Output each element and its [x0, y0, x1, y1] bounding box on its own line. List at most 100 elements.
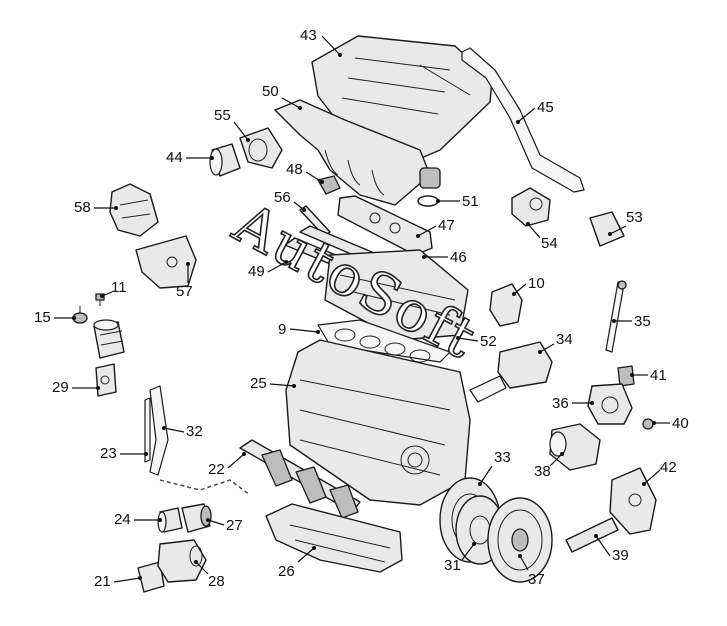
engine-mount-part: [109, 183, 159, 237]
callout-25: 25: [250, 375, 296, 392]
alternator-part: [587, 383, 633, 425]
svg-text:40: 40: [672, 415, 689, 432]
svg-text:42: 42: [660, 459, 677, 476]
callout-49: 49: [248, 260, 288, 280]
callout-33: 33: [478, 449, 511, 486]
svg-text:10: 10: [528, 275, 545, 292]
callout-41: 41: [630, 367, 667, 384]
svg-text:52: 52: [480, 333, 497, 350]
bracket-42-part: [609, 467, 657, 535]
bracket-10-part: [489, 283, 523, 327]
mount-27-part: [181, 503, 212, 533]
svg-text:26: 26: [278, 563, 295, 580]
svg-text:46: 46: [450, 249, 467, 266]
svg-text:24: 24: [114, 511, 131, 528]
breather-hose-part: [461, 47, 585, 193]
dipstick-part: [605, 280, 627, 353]
callout-29: 29: [52, 379, 100, 396]
svg-text:15: 15: [34, 309, 51, 326]
callout-43: 43: [300, 27, 342, 57]
svg-text:36: 36: [552, 395, 569, 412]
callout-21: 21: [94, 573, 142, 590]
callout-51: 51: [436, 193, 479, 210]
camshaft-cover-part: [337, 195, 433, 256]
callout-22: 22: [208, 452, 246, 478]
callout-40: 40: [652, 415, 689, 432]
callout-46: 46: [422, 249, 467, 266]
svg-text:37: 37: [528, 571, 545, 588]
callout-48: 48: [286, 161, 324, 184]
engine-block-part: [285, 339, 471, 506]
svg-text:35: 35: [634, 313, 651, 330]
callout-15: 15: [34, 309, 76, 326]
callout-44: 44: [166, 149, 214, 166]
callout-10: 10: [512, 275, 545, 296]
oil-filter-part: [93, 319, 125, 359]
callout-36: 36: [552, 395, 594, 412]
svg-text:22: 22: [208, 461, 225, 478]
callout-47: 47: [416, 217, 455, 238]
svg-text:32: 32: [186, 423, 203, 440]
cap-15-part: [72, 306, 88, 324]
oil-tube-32-part: [149, 385, 169, 476]
svg-text:43: 43: [300, 27, 317, 44]
small-bracket-part: [317, 175, 341, 195]
callout-37: 37: [518, 554, 545, 588]
svg-text:57: 57: [176, 283, 193, 300]
tube-23-part: [144, 397, 151, 463]
thermostat-housing-part: [511, 187, 551, 227]
svg-text:51: 51: [462, 193, 479, 210]
nut-40-part: [642, 418, 654, 430]
svg-text:33: 33: [494, 449, 511, 466]
svg-text:47: 47: [438, 217, 455, 234]
callout-42: 42: [642, 459, 677, 486]
callout-52: 52: [456, 333, 497, 350]
strap-39-part: [565, 517, 619, 553]
svg-text:11: 11: [111, 279, 127, 296]
plug-41-part: [617, 365, 635, 387]
throttle-body-part: [239, 127, 283, 169]
callout-58: 58: [74, 199, 118, 216]
callout-38: 38: [534, 452, 564, 480]
mount-bracket-part: [135, 235, 197, 289]
callout-28: 28: [194, 560, 225, 590]
water-pump-part: [469, 341, 553, 403]
svg-text:9: 9: [278, 321, 286, 338]
filter-bracket-part: [95, 363, 117, 397]
mount-28-part: [157, 539, 207, 583]
svg-text:53: 53: [626, 209, 643, 226]
dashed-tube-part: [159, 479, 251, 496]
crankshaft-part: [239, 439, 361, 519]
starter-part: [549, 423, 601, 471]
seal-ring-part: [417, 195, 439, 207]
callout-35: 35: [612, 313, 651, 330]
svg-text:38: 38: [534, 463, 551, 480]
callout-11: 11: [100, 279, 127, 298]
callouts-layer: 43 45 50 55 44 48 51 56: [34, 27, 689, 590]
mount-24-part: [157, 507, 183, 533]
callout-32: 32: [162, 423, 203, 440]
mount-21-part: [137, 561, 165, 593]
svg-text:23: 23: [100, 445, 117, 462]
svg-text:41: 41: [650, 367, 667, 384]
air-inlet-sleeve-part: [209, 143, 241, 177]
flywheel-part: [487, 497, 553, 583]
svg-text:28: 28: [208, 573, 225, 590]
callout-23: 23: [100, 445, 148, 462]
callout-31: 31: [444, 542, 476, 574]
callout-26: 26: [278, 546, 316, 580]
svg-text:39: 39: [612, 547, 629, 564]
intake-manifold-part: [274, 99, 441, 206]
callout-27: 27: [206, 517, 243, 534]
callout-54: 54: [526, 222, 558, 252]
svg-text:34: 34: [556, 331, 573, 348]
callout-55: 55: [214, 107, 250, 142]
callout-57: 57: [176, 262, 193, 300]
callout-34: 34: [538, 331, 573, 354]
sensor-53-part: [589, 211, 625, 247]
callout-45: 45: [516, 99, 554, 124]
svg-text:49: 49: [248, 263, 265, 280]
svg-text:56: 56: [274, 189, 291, 206]
svg-text:25: 25: [250, 375, 267, 392]
